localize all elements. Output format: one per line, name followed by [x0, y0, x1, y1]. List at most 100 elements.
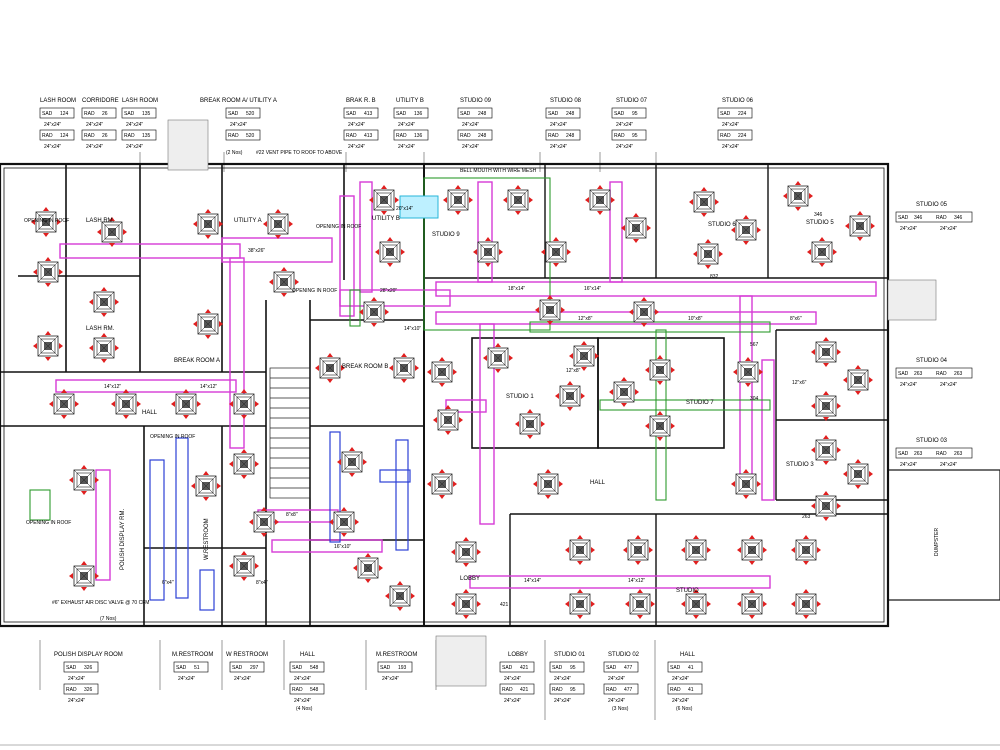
svg-text:RAD: RAD: [936, 371, 947, 377]
svg-text:24"x24": 24"x24": [294, 676, 311, 682]
svg-text:RAD: RAD: [396, 133, 407, 139]
svg-text:(3 Nos): (3 Nos): [612, 706, 629, 712]
room-label: BREAK ROOM A: [174, 358, 220, 364]
svg-text:24"x24": 24"x24": [900, 226, 917, 232]
diffuser: [568, 340, 600, 372]
svg-text:SAD: SAD: [396, 111, 407, 117]
svg-text:24"x24": 24"x24": [550, 144, 567, 150]
note-opening-roof: OPENING IN ROOF: [26, 520, 71, 526]
duct-size: 14"x14": [524, 578, 541, 584]
svg-text:SAD: SAD: [898, 451, 909, 457]
cfm-labels: 567 304 263 421 346 832: [500, 212, 823, 608]
diffuser: [228, 448, 260, 480]
svg-text:24"x24": 24"x24": [68, 676, 85, 682]
svg-text:24"x24": 24"x24": [86, 122, 103, 128]
supply-ducts: [55, 181, 877, 589]
cfm-label: 421: [500, 602, 509, 608]
svg-text:24"x24": 24"x24": [398, 122, 415, 128]
duct-size: 14"x12": [628, 578, 645, 584]
diffuser: [608, 376, 640, 408]
duct-size: 28"x20": [380, 288, 397, 294]
room-labels: LASH RM. LASH RM. BREAK ROOM A UTILITY A…: [86, 216, 834, 594]
svg-text:24"x24": 24"x24": [940, 462, 957, 468]
room-label: LASH RM.: [86, 218, 115, 224]
svg-text:95: 95: [632, 133, 638, 139]
svg-text:RAD: RAD: [606, 687, 617, 693]
svg-text:124: 124: [60, 133, 69, 139]
diffuser: [426, 468, 458, 500]
svg-text:STUDIO 03: STUDIO 03: [916, 438, 948, 444]
diffuser: [730, 468, 762, 500]
svg-text:26: 26: [102, 111, 108, 117]
room-label: POLISH DISPLAY RM.: [120, 509, 126, 570]
room-label: LOBBY: [460, 576, 480, 582]
diffuser: [384, 580, 416, 612]
diffuser: [790, 588, 822, 620]
svg-text:248: 248: [478, 133, 487, 139]
diffuser: [32, 256, 64, 288]
svg-text:346: 346: [914, 215, 923, 221]
svg-text:248: 248: [566, 133, 575, 139]
svg-text:SAD: SAD: [548, 111, 559, 117]
duct-size: 8"x4": [256, 580, 268, 586]
diffuser: [192, 308, 224, 340]
svg-text:RAD: RAD: [84, 111, 95, 117]
diffuser: [732, 356, 764, 388]
diffuser: [736, 534, 768, 566]
svg-text:SAD: SAD: [720, 111, 731, 117]
diffuser: [336, 446, 368, 478]
room-label: STUDIO: [676, 588, 699, 594]
svg-text:24"x24": 24"x24": [672, 698, 689, 704]
svg-text:263: 263: [954, 371, 963, 377]
svg-text:SAD: SAD: [898, 215, 909, 221]
room-label: HALL: [142, 410, 158, 416]
svg-text:(4 Nos): (4 Nos): [296, 706, 313, 712]
svg-text:RAD: RAD: [292, 687, 303, 693]
svg-text:477: 477: [624, 687, 633, 693]
diffuser: [228, 550, 260, 582]
svg-text:548: 548: [310, 665, 319, 671]
svg-text:41: 41: [688, 687, 694, 693]
note-exhaust: #6" EXHAUST AIR DISC VALVE @ 70 CFM: [52, 600, 149, 606]
svg-text:136: 136: [414, 111, 423, 117]
svg-text:421: 421: [520, 687, 529, 693]
svg-text:51: 51: [194, 665, 200, 671]
svg-text:26: 26: [102, 133, 108, 139]
svg-text:193: 193: [398, 665, 407, 671]
diffuser: [622, 534, 654, 566]
svg-text:SAD: SAD: [42, 111, 53, 117]
svg-text:STUDIO 05: STUDIO 05: [916, 202, 948, 208]
svg-text:RAD: RAD: [614, 133, 625, 139]
svg-text:CORRIDORE: CORRIDORE: [82, 98, 119, 104]
cfm-label: 346: [814, 212, 823, 218]
svg-text:W RESTROOM: W RESTROOM: [226, 652, 268, 658]
svg-text:BREAK ROOM A/ UTILITY A: BREAK ROOM A/ UTILITY A: [200, 98, 277, 104]
cfm-label: 263: [802, 514, 811, 520]
leader-lines: [0, 152, 1000, 746]
diffuser: [782, 180, 814, 212]
svg-text:SAD: SAD: [614, 111, 625, 117]
svg-text:24"x24": 24"x24": [234, 676, 251, 682]
svg-text:224: 224: [738, 111, 747, 117]
svg-text:135: 135: [142, 133, 151, 139]
note-opening-roof: OPENING IN ROOF: [316, 224, 361, 230]
duct-size: 6"x4": [162, 580, 174, 586]
diffuser: [790, 534, 822, 566]
room-label: STUDIO 9: [432, 232, 460, 238]
schedule-room-name: LASH ROOM: [40, 98, 76, 104]
cyan-unit: [399, 195, 439, 219]
svg-text:RAD: RAD: [936, 451, 947, 457]
annotations: #22 VENT PIPE TO ROOF TO ABOVE BELL MOUT…: [24, 150, 940, 622]
svg-text:421: 421: [520, 665, 529, 671]
svg-text:SAD: SAD: [552, 665, 563, 671]
svg-text:24"x24": 24"x24": [608, 676, 625, 682]
room-label: HALL: [590, 480, 606, 486]
svg-text:24"x24": 24"x24": [616, 144, 633, 150]
diffuser: [48, 388, 80, 420]
diffuser: [388, 352, 420, 384]
svg-text:RAD: RAD: [42, 133, 53, 139]
